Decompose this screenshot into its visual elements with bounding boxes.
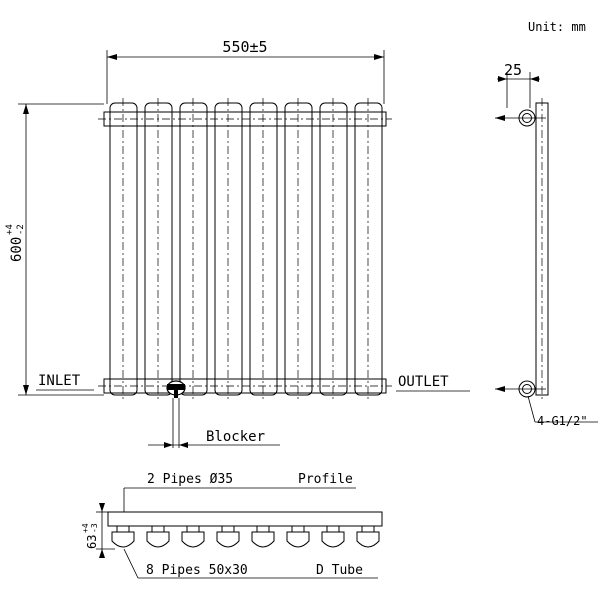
- profile-height-arrow-bottom: [99, 549, 105, 558]
- d-tube: [251, 526, 275, 548]
- height-arrow-bottom: [23, 385, 29, 395]
- blocker-label: Blocker: [206, 429, 265, 445]
- tubes-label-leader: [123, 548, 139, 579]
- width-arrow-left: [107, 54, 117, 60]
- radiator-tube: [319, 102, 348, 396]
- inlet-label: INLET: [38, 373, 81, 389]
- radiator-tube: [284, 102, 313, 396]
- unit-label: Unit: mm: [528, 20, 586, 34]
- blocker-arrow-left: [164, 442, 173, 448]
- side-view: 25 4-G1/2": [495, 61, 598, 428]
- height-tolerance-minus: -2: [16, 224, 26, 235]
- top-connection-inner: [522, 113, 532, 123]
- radiator-tube: [144, 102, 173, 396]
- d-tube: [286, 526, 310, 548]
- profile-header-bar: [107, 511, 383, 527]
- connection-label: 4-G1/2": [537, 414, 588, 428]
- d-tube: [356, 526, 380, 548]
- blocker-arrow-right: [179, 442, 188, 448]
- d-tube: [146, 526, 170, 548]
- bottom-connection-inner: [522, 384, 532, 394]
- height-tolerance-plus: +4: [5, 224, 15, 235]
- d-tube: [181, 526, 205, 548]
- width-dimension-text: 550±5: [222, 38, 267, 56]
- width-arrow-right: [374, 54, 384, 60]
- depth-dimension-text: 25: [504, 61, 522, 79]
- tube-type-label: D Tube: [316, 563, 363, 578]
- profile-height-tol-minus: -3: [90, 523, 99, 533]
- profile-height-tol-plus: +4: [81, 523, 90, 533]
- profile-height-text: 63: [85, 535, 99, 549]
- blocker-symbol: [166, 380, 186, 398]
- front-view: 550±5 600 +4 -2: [5, 38, 470, 448]
- outlet-label: OUTLET: [398, 374, 449, 390]
- bottom-connection-outer: [518, 380, 536, 398]
- radiator-tube: [249, 102, 278, 396]
- d-tube: [111, 526, 135, 548]
- tubes-label: 8 Pipes 50x30: [146, 563, 248, 578]
- depth-arrow-right: [530, 76, 539, 82]
- radiator-tube: [354, 102, 383, 396]
- profile-view: 2 Pipes Ø35 Profile 63 +4 -3 8 Pip: [81, 472, 383, 579]
- side-arrow-bottom: [495, 386, 505, 392]
- height-dimension-text: 600: [9, 237, 25, 262]
- radiator-tube: [179, 102, 208, 396]
- d-tube-row: [111, 526, 380, 548]
- profile-height-arrow-top: [99, 503, 105, 512]
- top-connection-outer: [518, 109, 536, 127]
- side-arrow-top: [495, 115, 505, 121]
- d-tube: [216, 526, 240, 548]
- radiator-tube: [214, 102, 243, 396]
- depth-arrow-left: [498, 76, 507, 82]
- header-pipes-label: 2 Pipes Ø35: [147, 472, 233, 487]
- connection-leader: [527, 395, 536, 423]
- height-arrow-top: [23, 104, 29, 114]
- radiator-tube: [109, 102, 138, 396]
- d-tube: [321, 526, 345, 548]
- profile-label: Profile: [298, 472, 353, 487]
- radiator-tubes: [109, 98, 383, 400]
